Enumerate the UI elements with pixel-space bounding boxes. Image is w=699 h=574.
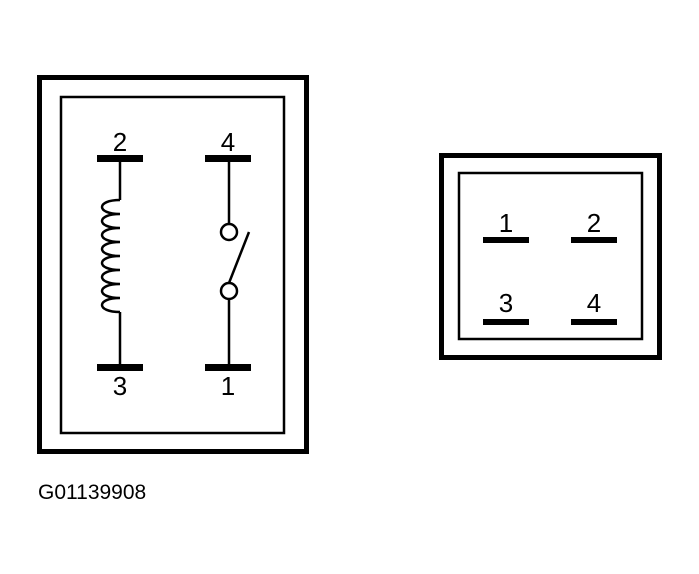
- relay-pin-label-4: 4: [221, 127, 235, 157]
- connector-terminal-4: [571, 319, 617, 325]
- relay-inner-frame: [59, 95, 286, 435]
- switch-symbol: [219, 162, 251, 364]
- switch-lower-contact: [219, 281, 239, 301]
- relay-pin-label-1: 1: [221, 371, 235, 401]
- relay-pin-label-2: 2: [113, 127, 127, 157]
- connector-pin-label-2: 2: [587, 208, 601, 238]
- relay-pin-label-3: 3: [113, 371, 127, 401]
- relay-terminal-2: [97, 155, 143, 162]
- connector-inner-frame: [457, 171, 644, 341]
- connector-pin-label-3: 3: [499, 288, 513, 318]
- connector-face: 1 2 3 4: [439, 153, 662, 360]
- switch-arm: [227, 231, 251, 284]
- coil-symbol: [100, 162, 122, 364]
- figure-id-caption: G01139908: [38, 481, 146, 504]
- relay-outer-frame: [37, 75, 309, 454]
- connector-terminal-3: [483, 319, 529, 325]
- relay-schematic: 2 4 3 1: [37, 75, 309, 454]
- connector-terminal-2: [571, 237, 617, 243]
- connector-terminal-1: [483, 237, 529, 243]
- connector-pin-label-4: 4: [587, 288, 601, 318]
- relay-terminal-3: [97, 364, 143, 371]
- connector-outer-frame: [439, 153, 662, 360]
- connector-pin-label-1: 1: [499, 208, 513, 238]
- relay-terminal-1: [205, 364, 251, 371]
- switch-upper-contact: [219, 222, 239, 242]
- relay-terminal-4: [205, 155, 251, 162]
